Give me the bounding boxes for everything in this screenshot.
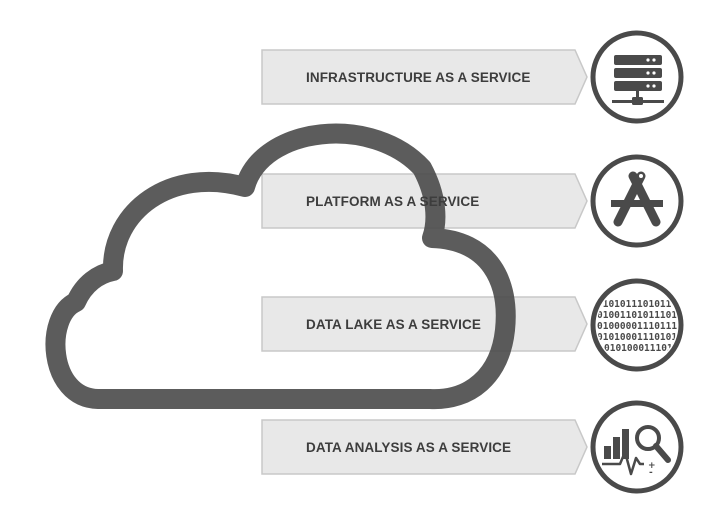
binary-data-icon: 0101011101011010 0100110101110101 010000… xyxy=(590,278,689,372)
server-rack-icon xyxy=(590,30,684,124)
svg-text:+: + xyxy=(648,461,656,471)
service-label-data-analysis: DATA ANALYSIS AS A SERVICE xyxy=(306,440,512,455)
binary-line: 010100011101 xyxy=(604,343,673,354)
service-arrow-3 xyxy=(261,419,588,475)
service-label-platform: PLATFORM AS A SERVICE xyxy=(306,194,480,209)
binary-line: 0101000111010101 xyxy=(597,332,689,343)
cloud-shape xyxy=(45,123,516,410)
service-arrow-0 xyxy=(261,49,588,105)
svg-text:-: - xyxy=(649,468,653,478)
service-label-infrastructure: INFRASTRUCTURE AS A SERVICE xyxy=(306,70,531,85)
binary-line: 0101011101011010 xyxy=(597,299,689,310)
app-store-icon xyxy=(590,154,684,248)
data-analysis-icon: + - xyxy=(590,400,684,494)
binary-line: 0100000111011101 xyxy=(597,321,689,332)
binary-line: 0100110101110101 xyxy=(597,310,689,321)
service-label-data-lake: DATA LAKE AS A SERVICE xyxy=(306,317,481,332)
